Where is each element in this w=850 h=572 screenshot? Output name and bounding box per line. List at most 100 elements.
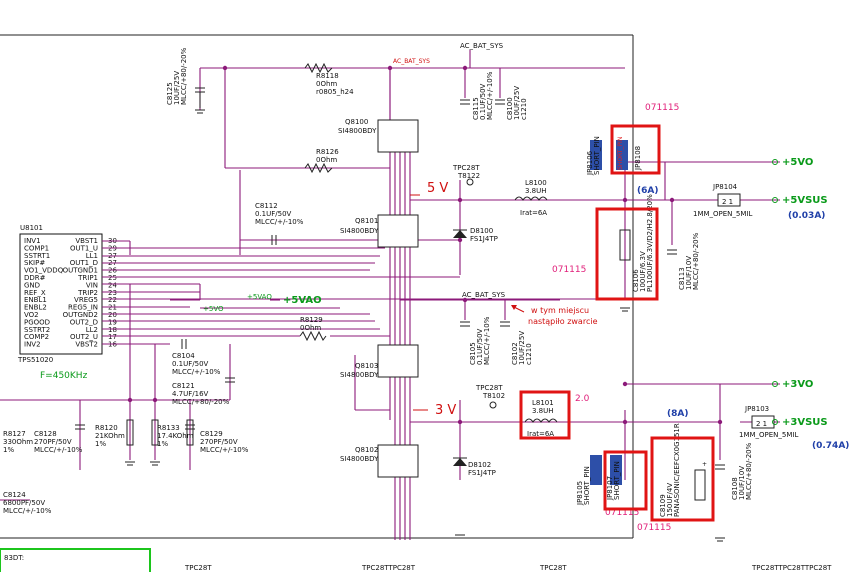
ic-left-pin: GND <box>24 281 40 289</box>
ic-left-pin: SSTRT1 <box>24 252 50 260</box>
net-ac-bat-sys-red: AC_BAT_SYS <box>393 58 430 65</box>
label-c8113: C8113 10UF/10V MLCC/+80/-20% <box>678 232 700 290</box>
svg-text:c1210: c1210 <box>525 343 533 365</box>
svg-text:T8102: T8102 <box>482 392 505 400</box>
svg-text:C8115: C8115 <box>472 97 480 120</box>
label-l8100: L8100 3.8UH Irat=6A <box>520 179 547 217</box>
svg-text:JP8106: JP8106 <box>586 150 594 176</box>
svg-text:TPC28T: TPC28T <box>184 564 212 572</box>
ic-left-pin: REF_X <box>24 289 46 297</box>
ic-left-pin: COMP1 <box>24 244 49 252</box>
svg-text:0.1UF/50V: 0.1UF/50V <box>479 83 487 120</box>
jp8104-pins: 2 1 <box>722 198 733 206</box>
ic-right-pin-number: 22 <box>108 296 117 304</box>
label-d8102: D8102 FS1J4TP <box>468 461 496 477</box>
label-c8102: C8102 10UF/25V c1210 <box>511 331 533 365</box>
label-c8121: C8121 4.7UF/16V MLCC/+80/-20% <box>172 382 230 406</box>
label-c8112: C8112 0.1UF/50V MLCC/+/-10% <box>255 202 304 226</box>
ic-right-pin: OUT2_U <box>70 333 98 341</box>
annotation-date-3: 071115 <box>605 508 639 518</box>
svg-text:C8106: C8106 <box>632 269 640 292</box>
svg-text:SHORT_PIN: SHORT_PIN <box>593 136 601 175</box>
svg-text:3.8UH: 3.8UH <box>532 407 554 415</box>
annotation-3v: 3 V <box>435 403 456 418</box>
label-q8101: Q8101 SI4800BDY <box>340 217 379 235</box>
ic-right-pin: TRIP1 <box>77 274 98 282</box>
svg-text:3.8UH: 3.8UH <box>525 187 547 195</box>
svg-text:MLCC/+80/-20%: MLCC/+80/-20% <box>692 232 700 290</box>
label-c8108: C8108 10UF/10V MLCC/+80/-20% <box>731 442 753 500</box>
ic-right-pin: TRIP2 <box>77 289 98 297</box>
svg-text:MLCC/+80/-20%: MLCC/+80/-20% <box>172 398 230 406</box>
svg-text:JP8103: JP8103 <box>744 405 769 413</box>
net-ac-bat-sys-mid: AC_BAT_SYS <box>462 291 506 299</box>
svg-text:Q8102: Q8102 <box>355 446 378 454</box>
ic-left-pin: ENBL2 <box>24 304 47 312</box>
svg-text:SHORT_PIN: SHORT_PIN <box>613 461 621 500</box>
svg-text:0.1UF/50V: 0.1UF/50V <box>255 210 292 218</box>
svg-text:6800PF/50V: 6800PF/50V <box>3 499 45 507</box>
svg-text:10UF/25V: 10UF/25V <box>513 86 521 120</box>
label-jp8108: JP8108 SHORT_PIN <box>617 137 642 171</box>
svg-text:17.4KOhm: 17.4KOhm <box>157 432 194 440</box>
svg-text:SI4800BDY: SI4800BDY <box>340 455 379 463</box>
svg-text:R8118: R8118 <box>316 72 339 80</box>
ic-right-pin: OUT2_D <box>70 318 98 326</box>
svg-text:C8104: C8104 <box>172 352 195 360</box>
label-r8120: R8120 21KOhm 1% <box>95 424 125 448</box>
ic-right-pin: OUTGND1 <box>63 267 98 275</box>
svg-text:C8112: C8112 <box>255 202 278 210</box>
ic-right-pin: LL2 <box>86 326 98 334</box>
annotation-current-8a: (8A) <box>667 409 688 419</box>
net-labels: AC_BAT_SYS AC_BAT_SYS AC_BAT_SYS +5VO +5… <box>203 42 828 428</box>
annotation-current-6a: (6A) <box>637 186 658 196</box>
ic-left-pin: COMP2 <box>24 333 49 341</box>
label-jp8107: JP8107 SHORT_PIN <box>606 461 621 501</box>
svg-text:JP8104: JP8104 <box>712 183 738 191</box>
annotation-note-1: w tym miejscu <box>531 306 589 315</box>
svg-text:PANASONIC/EEFCX0G151R: PANASONIC/EEFCX0G151R <box>673 423 681 517</box>
ic-right-pin: VREG5 <box>74 296 98 304</box>
svg-text:100UF/6.3V: 100UF/6.3V <box>639 251 647 292</box>
svg-text:R8120: R8120 <box>95 424 118 432</box>
label-jp8105: JP8105 SHORT_PIN <box>576 466 591 506</box>
label-r8133: R8133 17.4KOhm 1% <box>157 424 194 448</box>
ic-right-pin: VBST2 <box>75 341 98 349</box>
svg-text:C8125: C8125 <box>166 82 174 105</box>
svg-text:C8108: C8108 <box>731 477 739 500</box>
label-l8101: L8101 3.8UH Irat=6A <box>527 399 554 438</box>
svg-text:R8126: R8126 <box>316 148 339 156</box>
label-jp8106: JP8106 SHORT_PIN <box>586 136 601 176</box>
label-tpc8102: TPC28T T8102 <box>475 384 505 400</box>
ic-right-pin-number: 16 <box>108 341 117 349</box>
svg-text:TPC28T: TPC28T <box>475 384 503 392</box>
svg-text:270PF/50V: 270PF/50V <box>34 438 72 446</box>
svg-text:1%: 1% <box>3 446 14 454</box>
svg-text:MLCC/+/-10%: MLCC/+/-10% <box>3 507 52 515</box>
ic-left-pin: VO2 <box>24 311 39 319</box>
svg-text:4.7UF/16V: 4.7UF/16V <box>172 390 209 398</box>
label-c8128: C8128 270PF/50V MLCC/+/-10% <box>34 430 83 454</box>
svg-text:R8127: R8127 <box>3 430 26 438</box>
ic-right-pin-number: 18 <box>108 326 117 334</box>
svg-text:330Ohm: 330Ohm <box>3 438 33 446</box>
svg-text:JP8105: JP8105 <box>576 481 584 506</box>
svg-text:10UF/25V: 10UF/25V <box>173 71 181 105</box>
net-5vsus: +5VSUS <box>782 195 828 206</box>
ic-right-pin: OUTGND2 <box>63 311 98 319</box>
svg-text:0Ohm: 0Ohm <box>316 80 337 88</box>
svg-text:C8129: C8129 <box>200 430 223 438</box>
svg-text:C8121: C8121 <box>172 382 195 390</box>
component-labels: C8125 10UF/25V MLCC/+80/-20% R8118 0Ohm … <box>3 47 798 517</box>
ic-left-pin: SSTRT2 <box>24 326 50 334</box>
svg-text:Q8101: Q8101 <box>355 217 378 225</box>
ic-right-pin-number: 19 <box>108 318 117 326</box>
svg-text:MLCC/+/-10%: MLCC/+/-10% <box>34 446 83 454</box>
svg-text:0Ohm: 0Ohm <box>300 324 321 332</box>
ic-right-pin-number: 26 <box>108 267 117 275</box>
svg-text:MLCC/+/-10%: MLCC/+/-10% <box>486 71 494 120</box>
ic-right-pin: OUT1_D <box>70 259 98 267</box>
svg-text:r0805_h24: r0805_h24 <box>316 88 354 96</box>
net-5vo: +5VO <box>782 157 813 168</box>
annotation-5v: 5 V <box>427 181 448 196</box>
